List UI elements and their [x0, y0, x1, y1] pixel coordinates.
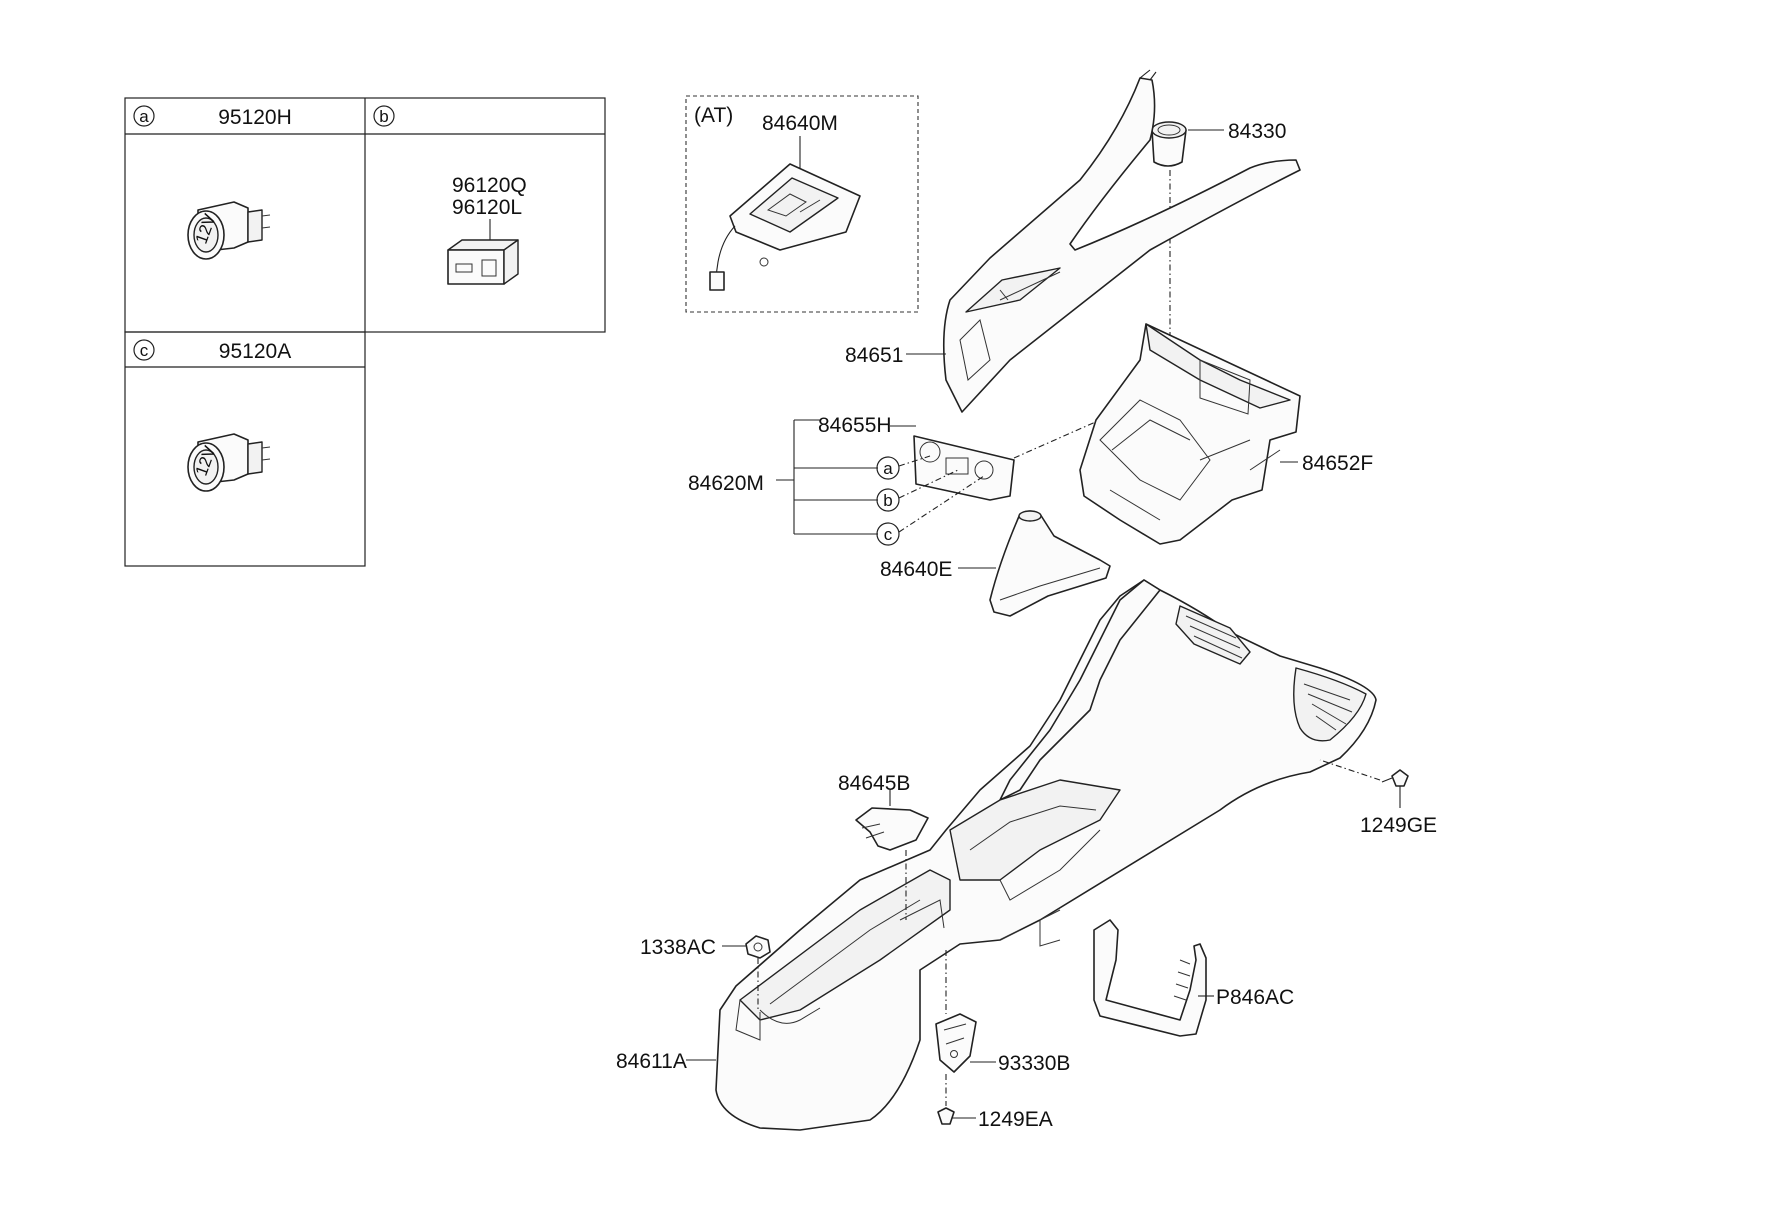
- power-socket-icon: 12V: [187, 201, 271, 260]
- marker-a: [133, 105, 155, 127]
- part-label-P846AC: P846AC: [1216, 986, 1294, 1009]
- part-label-84652F: 84652F: [1302, 452, 1373, 475]
- part-label-84655H: 84655H: [818, 414, 892, 437]
- part-label-84651: 84651: [845, 344, 903, 367]
- screw-1249EA: 1249EA: [937, 1074, 1053, 1131]
- console-cover-84645B: 84645B: [838, 772, 929, 920]
- part-label-84645B: 84645B: [838, 772, 910, 795]
- nut-1338AC: 1338AC: [640, 935, 771, 1012]
- part-label-1249GE: 1249GE: [1360, 814, 1437, 837]
- marker-b-text: b: [883, 491, 892, 510]
- marker-b: [876, 488, 900, 512]
- part-label-95120H: 95120H: [218, 106, 292, 129]
- part-label-95120A: 95120A: [219, 340, 291, 363]
- at-label: (AT): [694, 104, 733, 127]
- marker-c-text: c: [884, 525, 893, 544]
- shift-indicator-assembly-icon: [709, 163, 861, 291]
- part-label-1249EA: 1249EA: [978, 1108, 1053, 1131]
- marker-a-text: a: [883, 459, 893, 478]
- switch-93330B: 93330B: [935, 950, 1070, 1075]
- part-label-1338AC: 1338AC: [640, 936, 716, 959]
- main-console-84611A: 84611A: [616, 579, 1377, 1131]
- usb-aux-jack-icon: [447, 239, 519, 285]
- marker-c: [133, 339, 155, 361]
- marker-b: [373, 105, 395, 127]
- switch-panel-84655H: 84655H: [818, 414, 1101, 501]
- part-label-96120L: 96120L: [452, 196, 522, 219]
- marker-b-text: b: [379, 107, 388, 126]
- marker-a: [876, 456, 900, 480]
- marker-c-text: c: [140, 341, 149, 360]
- part-label-96120Q: 96120Q: [452, 174, 527, 197]
- part-label-84640E: 84640E: [880, 558, 952, 581]
- marker-a-text: a: [139, 107, 149, 126]
- inset-cell-b: b 96120Q 96120L: [373, 105, 527, 285]
- inset-cell-c: c 95120A 12V: [133, 339, 291, 492]
- power-socket-icon: 12V: [187, 433, 271, 492]
- shift-boot-84640E: 84640E: [880, 510, 1111, 617]
- inset-table: a 95120H 12V b 96120Q 96120L: [124, 97, 606, 567]
- at-option-box: (AT) 84640M: [685, 95, 919, 313]
- inset-cell-a: a 95120H 12V: [133, 105, 292, 260]
- part-label-93330B: 93330B: [998, 1052, 1070, 1075]
- part-label-84611A: 84611A: [616, 1050, 687, 1073]
- part-label-84620M: 84620M: [688, 472, 764, 495]
- part-label-84330: 84330: [1228, 120, 1286, 143]
- part-label-84640M: 84640M: [762, 112, 838, 135]
- cup-holder-insert-84330: 84330: [1151, 120, 1286, 500]
- storage-bin-bracket-84652F: 84652F: [1079, 323, 1373, 545]
- console-upper-cover-84651: 84651: [845, 69, 1301, 413]
- marker-c: [876, 522, 900, 546]
- bracket-P846AC: P846AC: [1093, 919, 1294, 1037]
- switch-group-84620M: 84620M a b c: [688, 419, 985, 546]
- screw-1249GE: 1249GE: [1319, 759, 1437, 837]
